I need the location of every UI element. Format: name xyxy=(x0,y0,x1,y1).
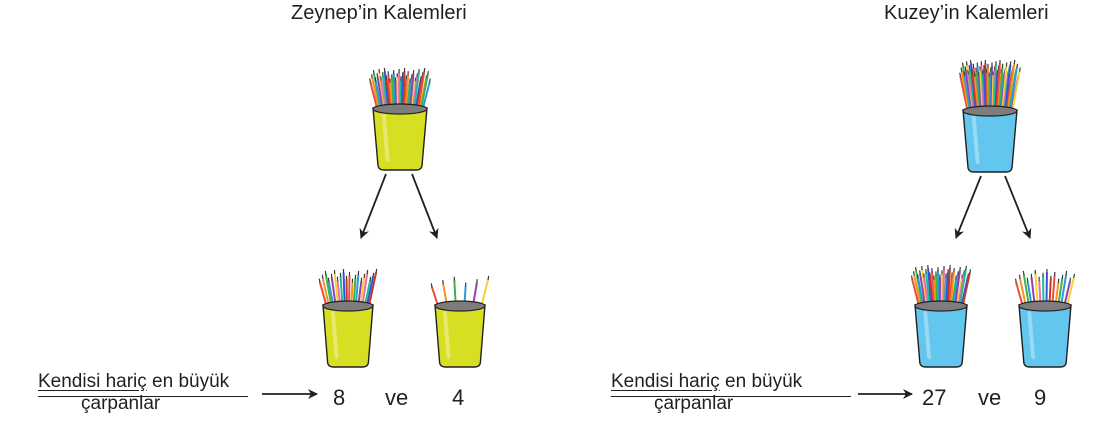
right-branch-arrow-1 xyxy=(954,175,982,239)
right-caption-rest: en büyük xyxy=(719,371,803,392)
zeynep-full-cup-icon xyxy=(369,67,431,171)
kuzey-title: Kuzey’in Kalemleri xyxy=(884,2,1049,24)
zeynep-cup-8-icon xyxy=(318,268,378,368)
left-branch-arrow-1 xyxy=(359,173,387,239)
left-caption-rule xyxy=(38,396,248,397)
left-caption: Kendisi hariç en büyük çarpanlar xyxy=(38,371,248,415)
left-connector: ve xyxy=(385,385,409,410)
right-branch-arrow-2 xyxy=(1004,175,1032,239)
kuzey-cup-9-icon xyxy=(1014,268,1076,368)
zeynep-title: Zeynep’in Kalemleri xyxy=(291,2,467,24)
right-caption-line2: çarpanlar xyxy=(654,393,734,414)
left-caption-rest: en büyük xyxy=(146,371,230,392)
left-caption-line2: çarpanlar xyxy=(81,393,161,414)
left-branch-arrow-2 xyxy=(411,173,439,239)
kuzey-cup-27-icon xyxy=(910,264,972,368)
zeynep-cup-4-icon xyxy=(430,275,490,368)
right-connector: ve xyxy=(978,385,1002,410)
right-caption: Kendisi hariç en büyük çarpanlar xyxy=(611,371,851,415)
left-factor-b: 4 xyxy=(452,385,465,410)
right-caption-rule xyxy=(611,396,851,397)
right-factor-b: 9 xyxy=(1034,385,1047,410)
right-caption-underlined: Kendisi hariç xyxy=(611,371,720,392)
right-factor-a: 27 xyxy=(922,385,947,410)
left-factor-a: 8 xyxy=(333,385,346,410)
kuzey-full-cup-icon xyxy=(959,59,1021,173)
left-caption-underlined: Kendisi hariç xyxy=(38,371,147,392)
